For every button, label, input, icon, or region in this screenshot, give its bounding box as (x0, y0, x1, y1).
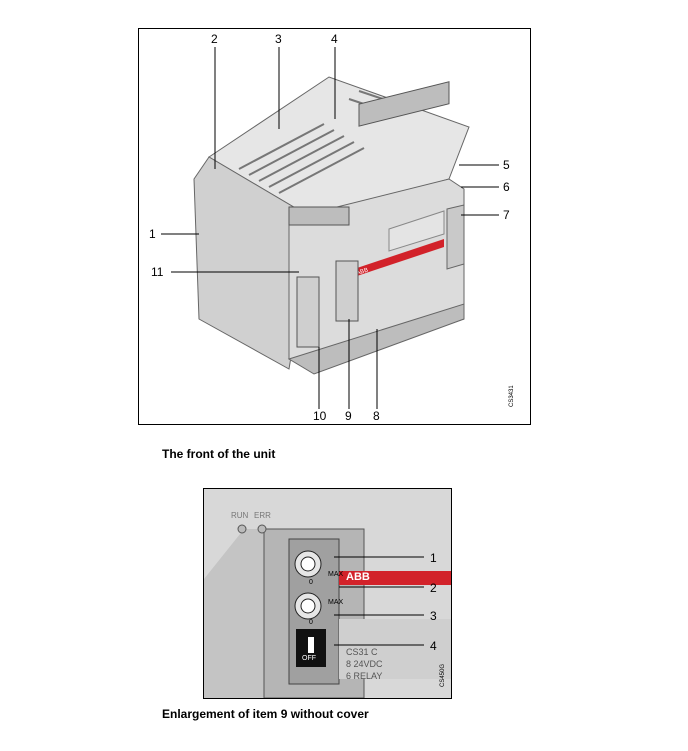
knob2-max: MAX (328, 599, 344, 606)
callout-1: 1 (430, 551, 437, 565)
led-err: ERR (254, 511, 271, 520)
figure-front-of-unit: ABB 2 3 4 5 6 7 1 11 10 9 8 (138, 28, 531, 425)
callout-5: 5 (503, 158, 510, 172)
callout-2: 2 (211, 32, 218, 46)
side-text-1: CS31 C (346, 647, 378, 657)
callout-4: 4 (331, 32, 338, 46)
caption-enlargement: Enlargement of item 9 without cover (162, 707, 369, 721)
callout-3: 3 (430, 609, 437, 623)
side-text-3: 6 RELAY (346, 671, 383, 681)
figure-enlargement-item-9: RUN ERR MAX 0 MAX 0 OFF ABB CS31 C 8 24V… (203, 488, 452, 699)
svg-text:ABB: ABB (356, 267, 369, 276)
callout-1: 1 (149, 227, 156, 241)
side-text-2: 8 24VDC (346, 659, 383, 669)
switch-off-label: OFF (302, 655, 316, 662)
knob2-zero: 0 (309, 619, 313, 626)
knob1-max: MAX (328, 571, 344, 578)
callout-8: 8 (373, 409, 380, 423)
callout-6: 6 (503, 180, 510, 194)
callout-11: 11 (151, 265, 164, 279)
callout-7: 7 (503, 208, 510, 222)
led-run: RUN (231, 511, 249, 520)
callout-2: 2 (430, 581, 437, 595)
callout-4: 4 (430, 639, 437, 653)
caption-front-of-unit: The front of the unit (162, 447, 276, 461)
figure-code: CS3431 (509, 385, 515, 407)
knob1-zero: 0 (309, 579, 313, 586)
callout-10: 10 (313, 409, 327, 423)
enlargement-illustration (204, 489, 451, 699)
callout-3: 3 (275, 32, 282, 46)
abb-logo: ABB (346, 571, 370, 583)
device-illustration: ABB (161, 47, 499, 409)
callout-9: 9 (345, 409, 352, 423)
figure-code: CS450G (440, 663, 446, 687)
